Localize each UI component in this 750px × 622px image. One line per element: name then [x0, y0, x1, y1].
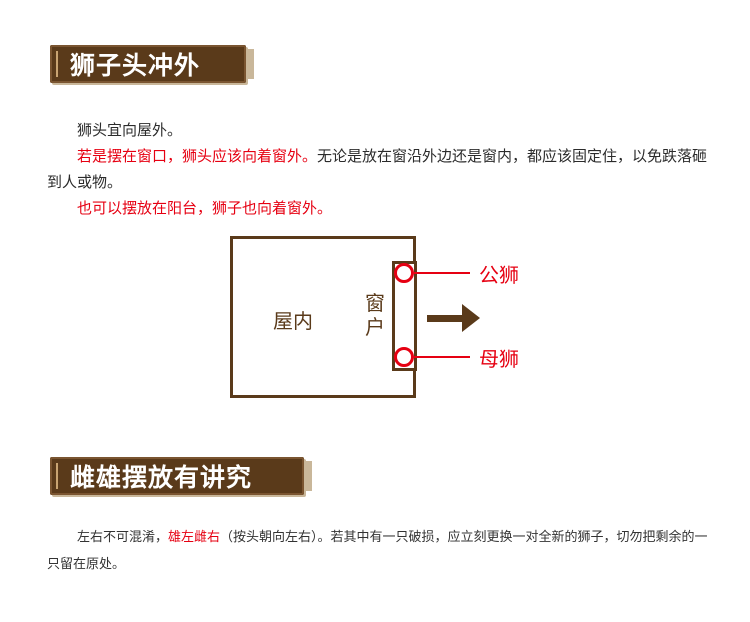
paragraph-gender-placement: 左右不可混淆，雄左雌右（按头朝向左右）。若其中有一只破损，应立刻更换一对全新的狮… — [47, 524, 716, 578]
male-lion-marker — [394, 263, 414, 283]
female-lion-pointer-line — [414, 356, 470, 358]
outward-arrow-icon — [427, 315, 465, 322]
section-title-text: 雌雄摆放有讲究 — [70, 463, 253, 492]
window-label: 窗户 — [365, 291, 385, 339]
window-guidance-highlight: 若是摆在窗口，狮头应该向着窗外。 — [77, 147, 318, 165]
male-lion-pointer-line — [414, 272, 470, 274]
room-label: 屋内 — [273, 309, 313, 333]
section-title-gender-placement: 雌雄摆放有讲究 — [50, 457, 312, 495]
paragraph-line-1: 狮头宜向屋外。 — [77, 121, 183, 139]
male-lion-label: 公狮 — [479, 263, 519, 287]
room-outline — [230, 236, 416, 398]
arrow-head-icon — [462, 304, 480, 332]
female-lion-marker — [394, 347, 414, 367]
gender-text-highlight: 雄左雌右 — [168, 530, 221, 545]
section-title-lion-head-outward: 狮子头冲外 — [50, 45, 254, 83]
section-title-text: 狮子头冲外 — [70, 51, 201, 80]
window-guidance-rest: 无论是放在窗沿外边还是窗内，都应该固定住，以免跌落砸到人或物。 — [47, 147, 708, 191]
gender-text-before: 左右不可混淆， — [77, 530, 169, 545]
paragraph-window-guidance: 若是摆在窗口，狮头应该向着窗外。无论是放在窗沿外边还是窗内，都应该固定住，以免跌… — [47, 143, 720, 195]
female-lion-label: 母狮 — [479, 347, 519, 371]
gender-text-after: （按头朝向左右）。若其中有一只破损，应立刻更换一对全新的狮子，切勿把剩余的一只留… — [47, 530, 708, 572]
paragraph-balcony-guidance: 也可以摆放在阳台，狮子也向着窗外。 — [77, 199, 333, 217]
